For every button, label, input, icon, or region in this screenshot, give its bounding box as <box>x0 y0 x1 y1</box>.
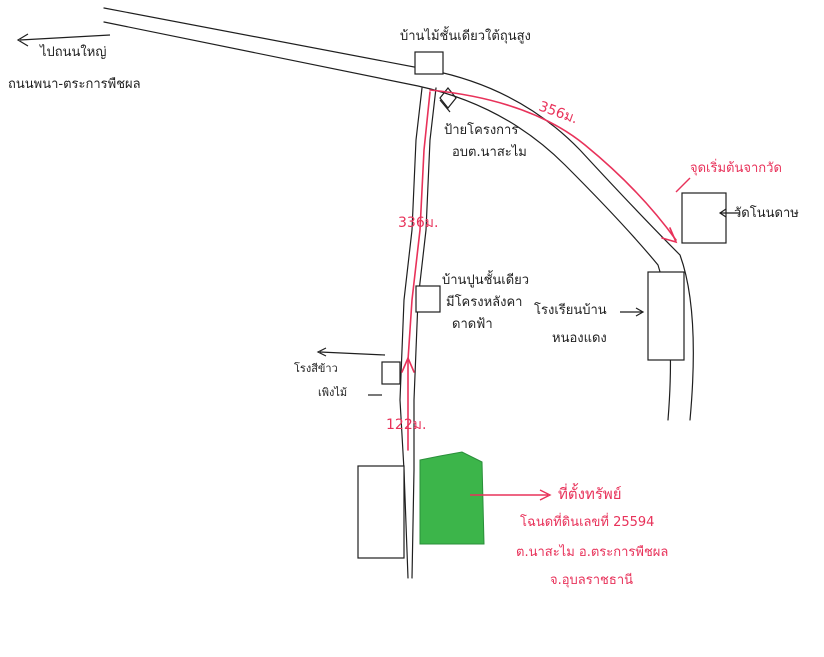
main-road-edge <box>103 21 672 421</box>
house-mid-box <box>415 285 441 313</box>
route-curve <box>429 89 677 241</box>
to-main-road-arrow <box>16 33 111 47</box>
distance-straight: 336ม. <box>398 215 439 231</box>
site-title-label: ที่ตั้งทรัพย์ <box>558 485 622 503</box>
rice-mill-label: โรงสีข้าว <box>294 362 338 375</box>
house-mid-label-1: บ้านปูนชั้นเดียว <box>442 273 530 288</box>
property-site <box>419 451 485 545</box>
house-top-label: บ้านไม้ชั้นเดียวใต้ถุนสูง <box>400 29 531 44</box>
start-point-label: จุดเริ่มต้นจากวัด <box>690 161 782 176</box>
garden-shed-label: เพิงไม้ <box>318 386 348 399</box>
school-label-2: หนองแดง <box>552 331 607 346</box>
main-road <box>103 7 694 421</box>
temple-box <box>681 192 727 244</box>
address-label-2: จ.อุบลราชธานี <box>550 573 634 588</box>
house-mid-label-3: ดาดฟ้า <box>452 317 493 332</box>
house-top-box <box>414 51 444 75</box>
sign-icon <box>439 87 457 109</box>
rice-mill-box <box>381 361 401 385</box>
route-straight <box>407 91 431 451</box>
school-box <box>647 271 685 361</box>
address-label-1: ต.นาสะไม อ.ตระการพืชผล <box>516 545 669 560</box>
project-sign-label-1: ป้ายโครงการ <box>444 123 519 138</box>
house-mid-label-2: มีโครงหลังคา <box>446 295 523 310</box>
project-sign-label-2: อบต.นาสะไม <box>452 145 527 160</box>
to-main-road-label: ไปถนนใหญ่ <box>40 45 107 60</box>
distance-final: 122ม. <box>386 417 427 433</box>
school-label-1: โรงเรียนบ้าน <box>534 303 607 318</box>
temple-label: วัดโนนดาษ <box>734 206 799 221</box>
neighbor-box <box>357 465 405 559</box>
road-name-label: ถนนพนา-ตระการพืชผล <box>8 77 141 92</box>
deed-label: โฉนดที่ดินเลขที่ 25594 <box>520 515 655 530</box>
